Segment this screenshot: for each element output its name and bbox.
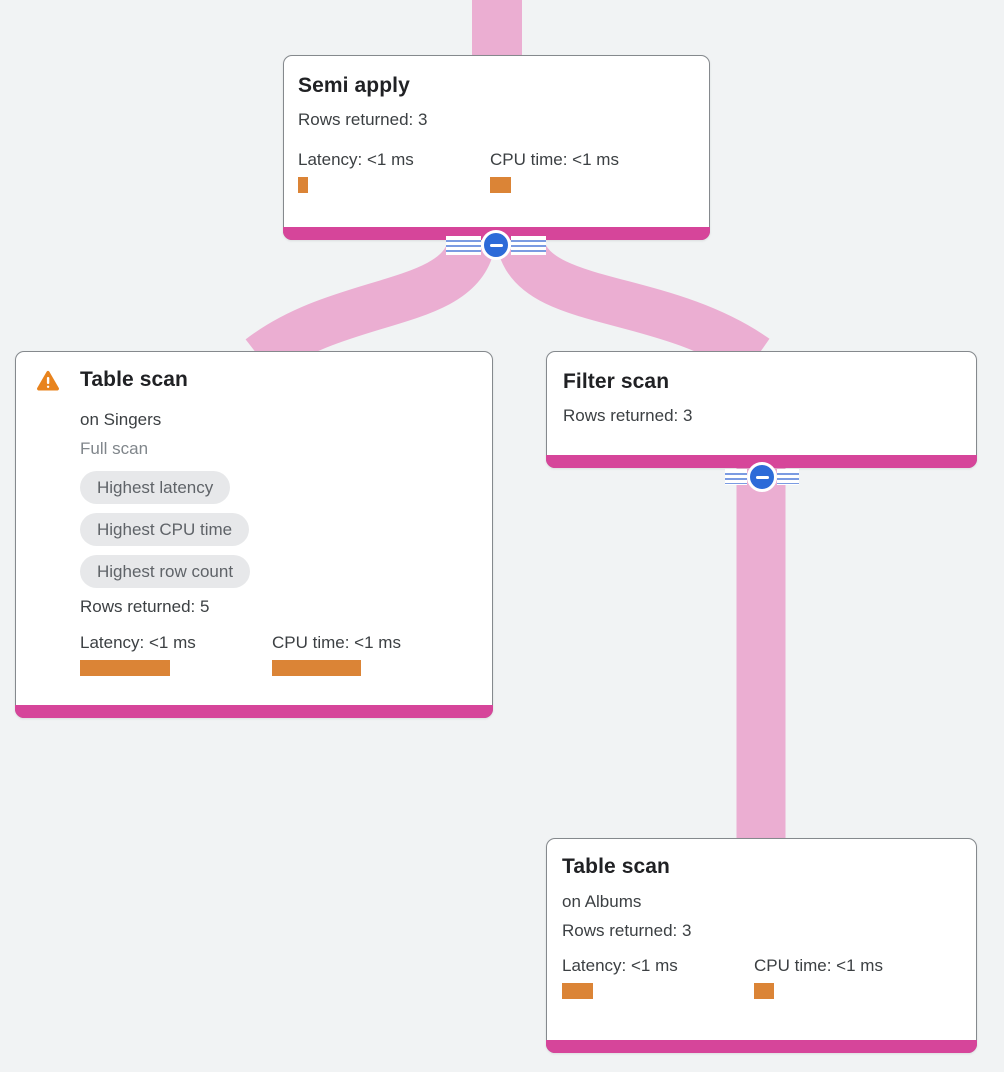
badge-highest-cpu-time: Highest CPU time — [80, 513, 250, 546]
node-accent-bar — [546, 1040, 977, 1053]
latency-bar — [562, 983, 593, 999]
rows-returned: Rows returned: 3 — [562, 921, 692, 940]
latency-bar — [298, 177, 308, 193]
collapse-minus-icon[interactable] — [481, 230, 511, 260]
node-semi-apply[interactable]: Semi apply Rows returned: 3 Latency: <1 … — [283, 55, 710, 240]
latency-label: Latency: <1 ms — [80, 633, 196, 652]
node-title: Table scan — [80, 368, 188, 391]
collapse-button-filter-scan[interactable] — [725, 462, 799, 492]
rows-returned: Rows returned: 5 — [80, 597, 210, 616]
badge-highest-latency: Highest latency — [80, 471, 231, 504]
node-accent-bar — [546, 455, 977, 468]
warning-icon — [36, 370, 60, 397]
badge-highest-row-count: Highest row count — [80, 555, 251, 588]
edge-semi-apply-to-filter-scan — [498, 237, 770, 378]
cpu-time-label: CPU time: <1 ms — [754, 956, 883, 975]
node-table-scan-albums[interactable]: Table scan on Albums Rows returned: 3 La… — [546, 838, 977, 1053]
edge-semi-apply-to-table-scan-singers — [245, 238, 494, 378]
collapse-minus-icon[interactable] — [747, 462, 777, 492]
cpu-time-bar — [754, 983, 774, 999]
node-title: Filter scan — [563, 370, 670, 393]
scan-target: on Singers — [80, 410, 162, 429]
collapse-stripes-left — [446, 235, 481, 255]
node-filter-scan[interactable]: Filter scan Rows returned: 3 — [546, 351, 977, 468]
rows-returned: Rows returned: 3 — [563, 406, 693, 425]
scan-target: on Albums — [562, 892, 642, 911]
cpu-time-label: CPU time: <1 ms — [272, 633, 401, 652]
latency-label: Latency: <1 ms — [562, 956, 678, 975]
latency-bar — [80, 660, 170, 676]
collapse-stripes-right — [777, 469, 799, 485]
scan-type: Full scan — [80, 439, 149, 458]
collapse-stripes-left — [725, 469, 747, 485]
collapse-button-semi-apply[interactable] — [446, 230, 546, 260]
rows-returned: Rows returned: 3 — [298, 110, 428, 129]
node-accent-bar — [15, 705, 493, 718]
cpu-time-bar — [490, 177, 511, 193]
cpu-time-label: CPU time: <1 ms — [490, 150, 619, 169]
latency-label: Latency: <1 ms — [298, 150, 414, 169]
collapse-stripes-right — [511, 235, 546, 255]
node-title: Table scan — [562, 855, 670, 878]
cpu-time-bar — [272, 660, 361, 676]
node-title: Semi apply — [298, 74, 410, 97]
node-table-scan-singers[interactable]: Table scan on Singers Full scan Highest … — [15, 351, 493, 718]
